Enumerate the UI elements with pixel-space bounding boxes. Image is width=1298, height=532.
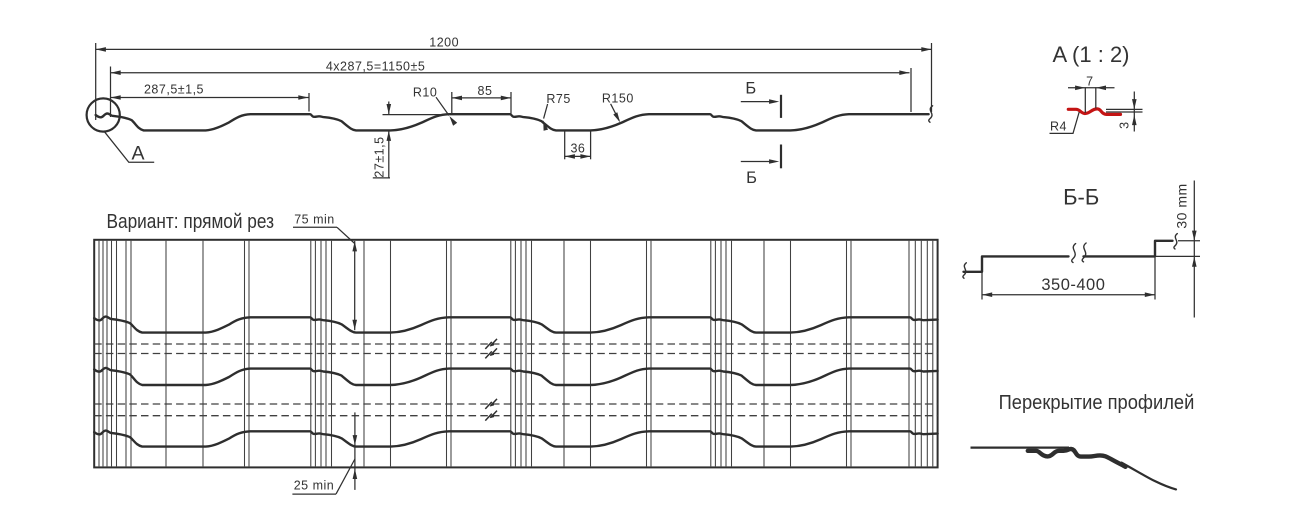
svg-text:3: 3 [1118, 121, 1132, 128]
svg-text:A: A [131, 142, 144, 164]
svg-text:R4: R4 [1050, 120, 1067, 134]
svg-text:75 min: 75 min [294, 213, 335, 227]
svg-text:85: 85 [478, 84, 493, 98]
svg-text:36: 36 [570, 141, 585, 155]
svg-text:Б: Б [745, 80, 756, 98]
svg-text:1200: 1200 [429, 35, 459, 49]
svg-text:27±1,5: 27±1,5 [373, 136, 387, 177]
svg-text:287,5±1,5: 287,5±1,5 [144, 82, 204, 96]
svg-text:R150: R150 [602, 91, 634, 105]
svg-text:Перекрытие профилей: Перекрытие профилей [999, 392, 1195, 414]
svg-text:25 min: 25 min [294, 478, 335, 492]
svg-text:350-400: 350-400 [1041, 276, 1105, 294]
svg-text:4x287,5=1150±5: 4x287,5=1150±5 [326, 59, 425, 73]
svg-text:7: 7 [1086, 74, 1093, 88]
svg-text:Б: Б [746, 169, 757, 187]
svg-text:Б-Б: Б-Б [1063, 185, 1099, 210]
svg-text:R75: R75 [546, 92, 570, 106]
svg-text:R10: R10 [413, 86, 437, 100]
svg-text:30 mm: 30 mm [1174, 183, 1190, 228]
svg-text:A (1 : 2): A (1 : 2) [1052, 42, 1129, 67]
svg-text:Вариант: прямой рез: Вариант: прямой рез [107, 211, 275, 233]
